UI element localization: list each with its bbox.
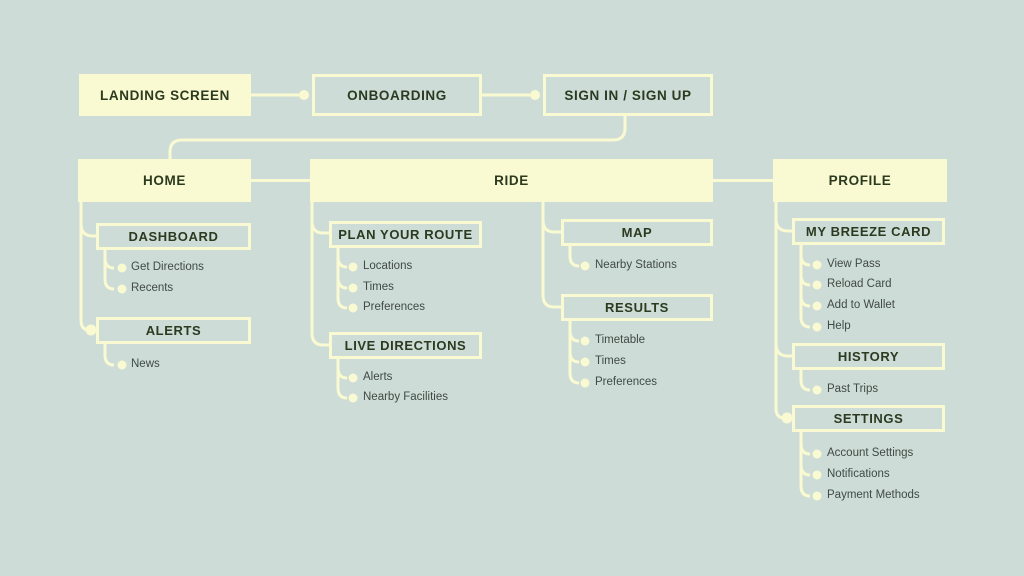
node-onboarding: ONBOARDING [312,74,482,116]
branch-breeze-item3 [799,295,811,308]
trunk-ride-left [310,202,329,347]
leaf-nearby-facilities: Nearby Facilities [363,391,448,403]
dot-signin [530,90,540,100]
bullet-view-pass [812,260,822,270]
branch-dashboard-items [103,250,115,291]
branch-results-item2 [568,351,580,364]
node-history: HISTORY [792,343,945,370]
branch-dashboard-item1 [103,257,115,270]
branch-plan-item2 [336,277,348,290]
branch-live-items [336,359,348,400]
branch-settings-item1 [799,443,811,456]
node-live-directions: LIVE DIRECTIONS [329,332,482,359]
leaf-add-to-wallet: Add to Wallet [827,299,895,311]
node-ride: RIDE [310,159,713,202]
branch-profile-breeze [774,218,792,233]
bullet-nearby-stations [580,261,590,271]
leaf-notifications: Notifications [827,468,890,480]
connector-dots [85,90,822,501]
bullet-results-times [580,357,590,367]
branch-settings-items [799,432,811,498]
leaf-results-preferences: Preferences [595,376,658,388]
branch-live-item1 [336,367,348,380]
bullet-account-settings [812,449,822,459]
leaf-timetable: Timetable [595,334,646,346]
node-home: HOME [78,159,251,202]
node-alerts: ALERTS [96,317,251,344]
leaf-nearby-stations: Nearby Stations [595,259,677,271]
branch-plan-items [336,248,348,310]
branch-breeze-item1 [799,254,811,267]
bullet-get-directions [117,263,127,273]
dot-alerts [85,324,97,336]
node-profile: PROFILE [773,159,947,202]
node-results: RESULTS [561,294,713,321]
bullet-recents [117,284,127,294]
bullet-preferences [348,303,358,313]
leaf-get-directions: Get Directions [131,261,204,273]
branch-map-item1 [568,246,580,268]
bullet-locations [348,262,358,272]
connector-edges [79,93,811,498]
branch-profile-history [774,343,792,358]
leaf-results-times: Times [595,355,626,367]
node-map: MAP [561,219,713,246]
trunk-profile [774,202,785,420]
branch-settings-item2 [799,464,811,477]
leaf-view-pass: View Pass [827,258,881,270]
bullet-results-preferences [580,378,590,388]
leaf-payment-methods: Payment Methods [827,489,920,501]
bullet-help [812,322,822,332]
branch-results-item1 [568,330,580,343]
dot-onboarding [299,90,309,100]
branch-breeze-item2 [799,274,811,287]
node-dashboard: DASHBOARD [96,223,251,250]
branch-home-dashboard [79,223,96,238]
branch-history-item1 [799,370,811,392]
leaf-help: Help [827,320,851,332]
node-landing-screen: LANDING SCREEN [79,74,251,116]
leaf-times: Times [363,281,394,293]
trunk-home [79,202,90,332]
bullet-alerts [348,373,358,383]
dot-settings [781,412,793,424]
branch-results-items [568,321,580,385]
node-sign-in-sign-up: SIGN IN / SIGN UP [543,74,713,116]
node-settings: SETTINGS [792,405,945,432]
leaf-reload-card: Reload Card [827,278,892,290]
branch-alerts-item1 [103,344,115,367]
bullet-timetable [580,336,590,346]
bullet-reload-card [812,280,822,290]
leaf-alerts: Alerts [363,371,393,383]
edge-signin-home [168,116,627,159]
bullet-nearby-facilities [348,393,358,403]
bullet-notifications [812,470,822,480]
node-my-breeze-card: MY BREEZE CARD [792,218,945,245]
trunk-ride-right [541,202,561,309]
leaf-preferences: Preferences [363,301,426,313]
bullet-news [117,360,127,370]
bullet-times [348,283,358,293]
node-plan-your-route: PLAN YOUR ROUTE [329,221,482,248]
bullet-payment-methods [812,491,822,501]
leaf-news: News [131,358,160,370]
branch-ride-map [541,219,561,234]
branch-ride-plan [310,220,329,235]
leaf-recents: Recents [131,282,174,294]
branch-breeze-items [799,245,811,329]
leaf-account-settings: Account Settings [827,447,914,459]
branch-plan-item1 [336,256,348,269]
leaf-past-trips: Past Trips [827,383,879,395]
leaf-locations: Locations [363,260,413,272]
bullet-add-to-wallet [812,301,822,311]
bullet-past-trips [812,385,822,395]
